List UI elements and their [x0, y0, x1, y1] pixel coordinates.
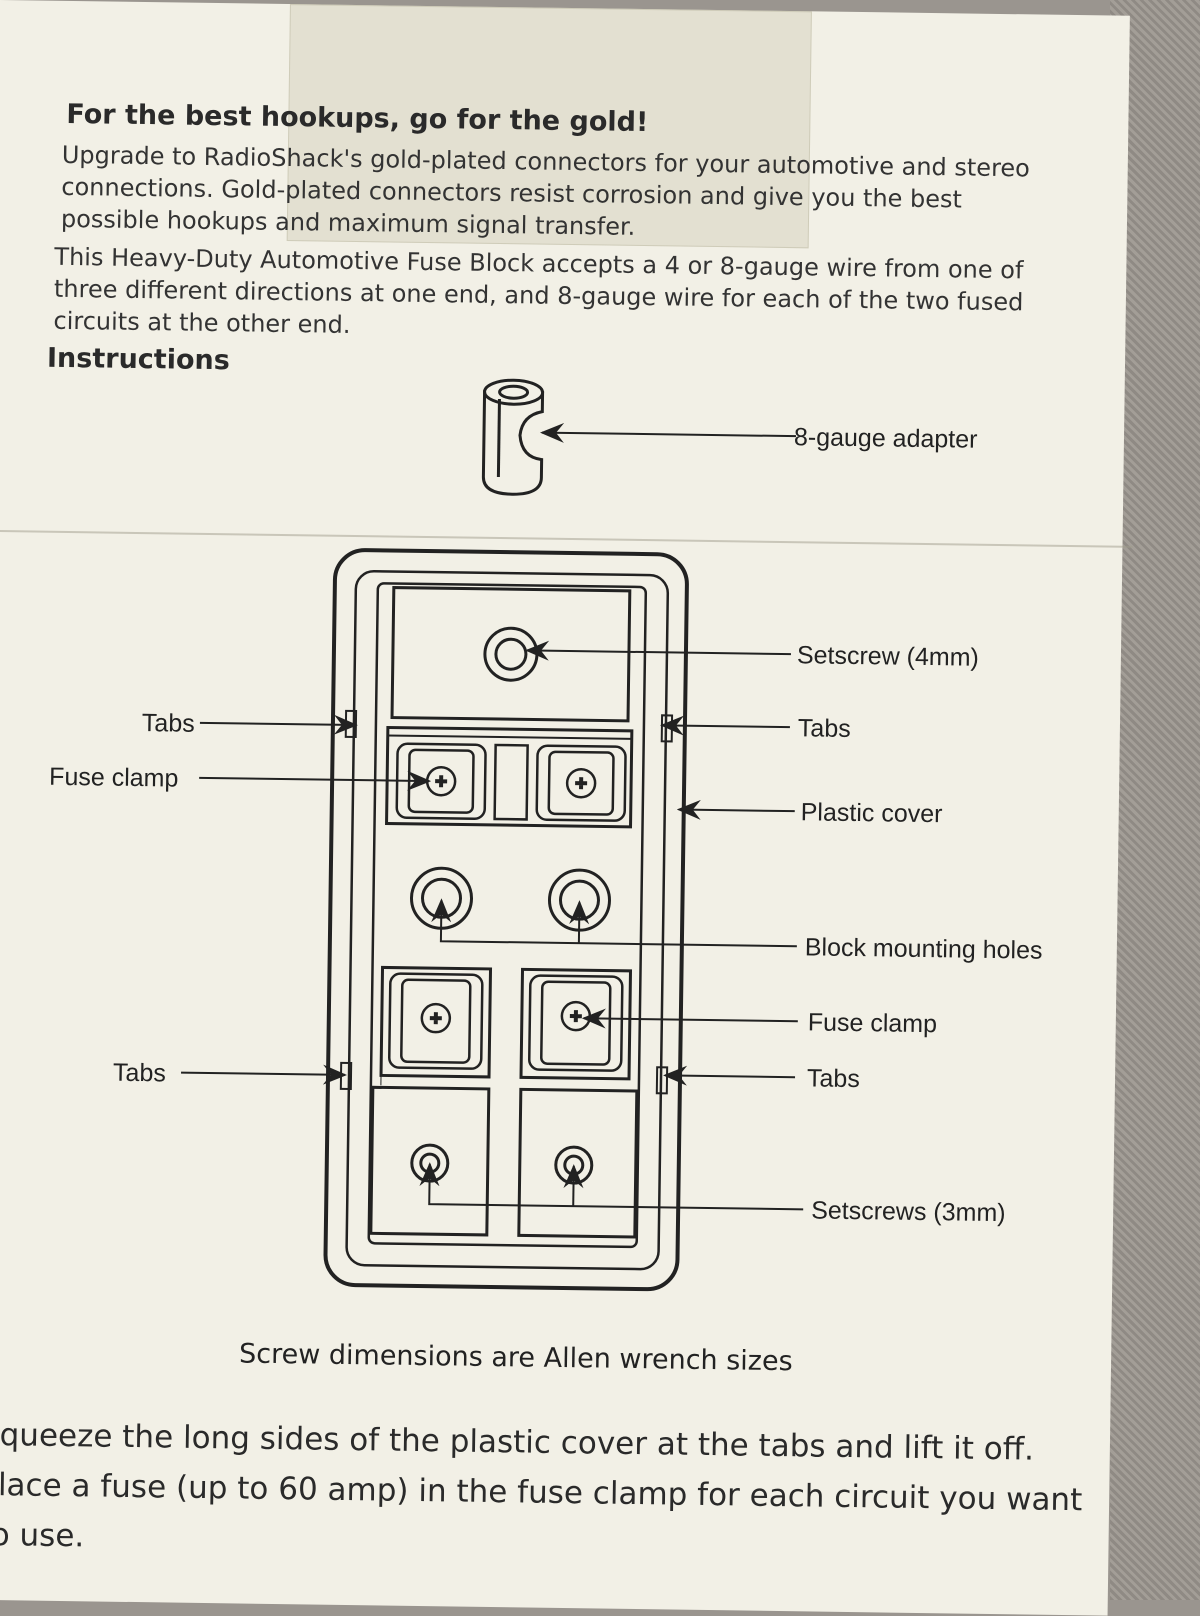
fuse-clamp-icon: [397, 744, 626, 821]
instruction-step-2: Place a fuse (up to 60 amp) in the fuse …: [0, 1460, 1100, 1576]
label-8-gauge-adapter: 8-gauge adapter: [794, 423, 978, 454]
adapter-icon: [483, 380, 543, 495]
label-tabs-right-lower: Tabs: [807, 1064, 860, 1093]
diagram-caption: Screw dimensions are Allen wrench sizes: [239, 1338, 793, 1377]
setscrew-4mm-icon: [485, 628, 538, 681]
label-fuse-clamp-left: Fuse clamp: [49, 763, 179, 793]
fuse-block-diagram: 8-gauge adapter Setscrew (4mm) Tabs Tabs…: [0, 360, 1125, 1356]
fuse-block-body: [325, 550, 687, 1290]
label-tabs-left-lower: Tabs: [113, 1059, 166, 1088]
label-tabs-left-upper: Tabs: [142, 709, 195, 738]
label-block-mounting-holes: Block mounting holes: [805, 933, 1043, 964]
label-setscrews-3mm: Setscrews (3mm): [811, 1196, 1006, 1227]
gold-paragraph: Upgrade to RadioShack's gold-plated conn…: [61, 139, 1052, 249]
label-fuse-clamp-right: Fuse clamp: [808, 1008, 938, 1038]
label-setscrew-4mm: Setscrew (4mm): [797, 641, 979, 672]
product-description: This Heavy-Duty Automotive Fuse Block ac…: [53, 241, 1044, 351]
instruction-sheet: For the best hookups, go for the gold! U…: [0, 0, 1130, 1616]
fuse-clamp-lower-icon: [389, 974, 622, 1071]
adapter-leader: [542, 433, 796, 437]
setscrew-3mm-icon: [412, 1145, 592, 1184]
label-tabs-right-upper: Tabs: [798, 714, 851, 743]
label-plastic-cover: Plastic cover: [801, 798, 943, 828]
